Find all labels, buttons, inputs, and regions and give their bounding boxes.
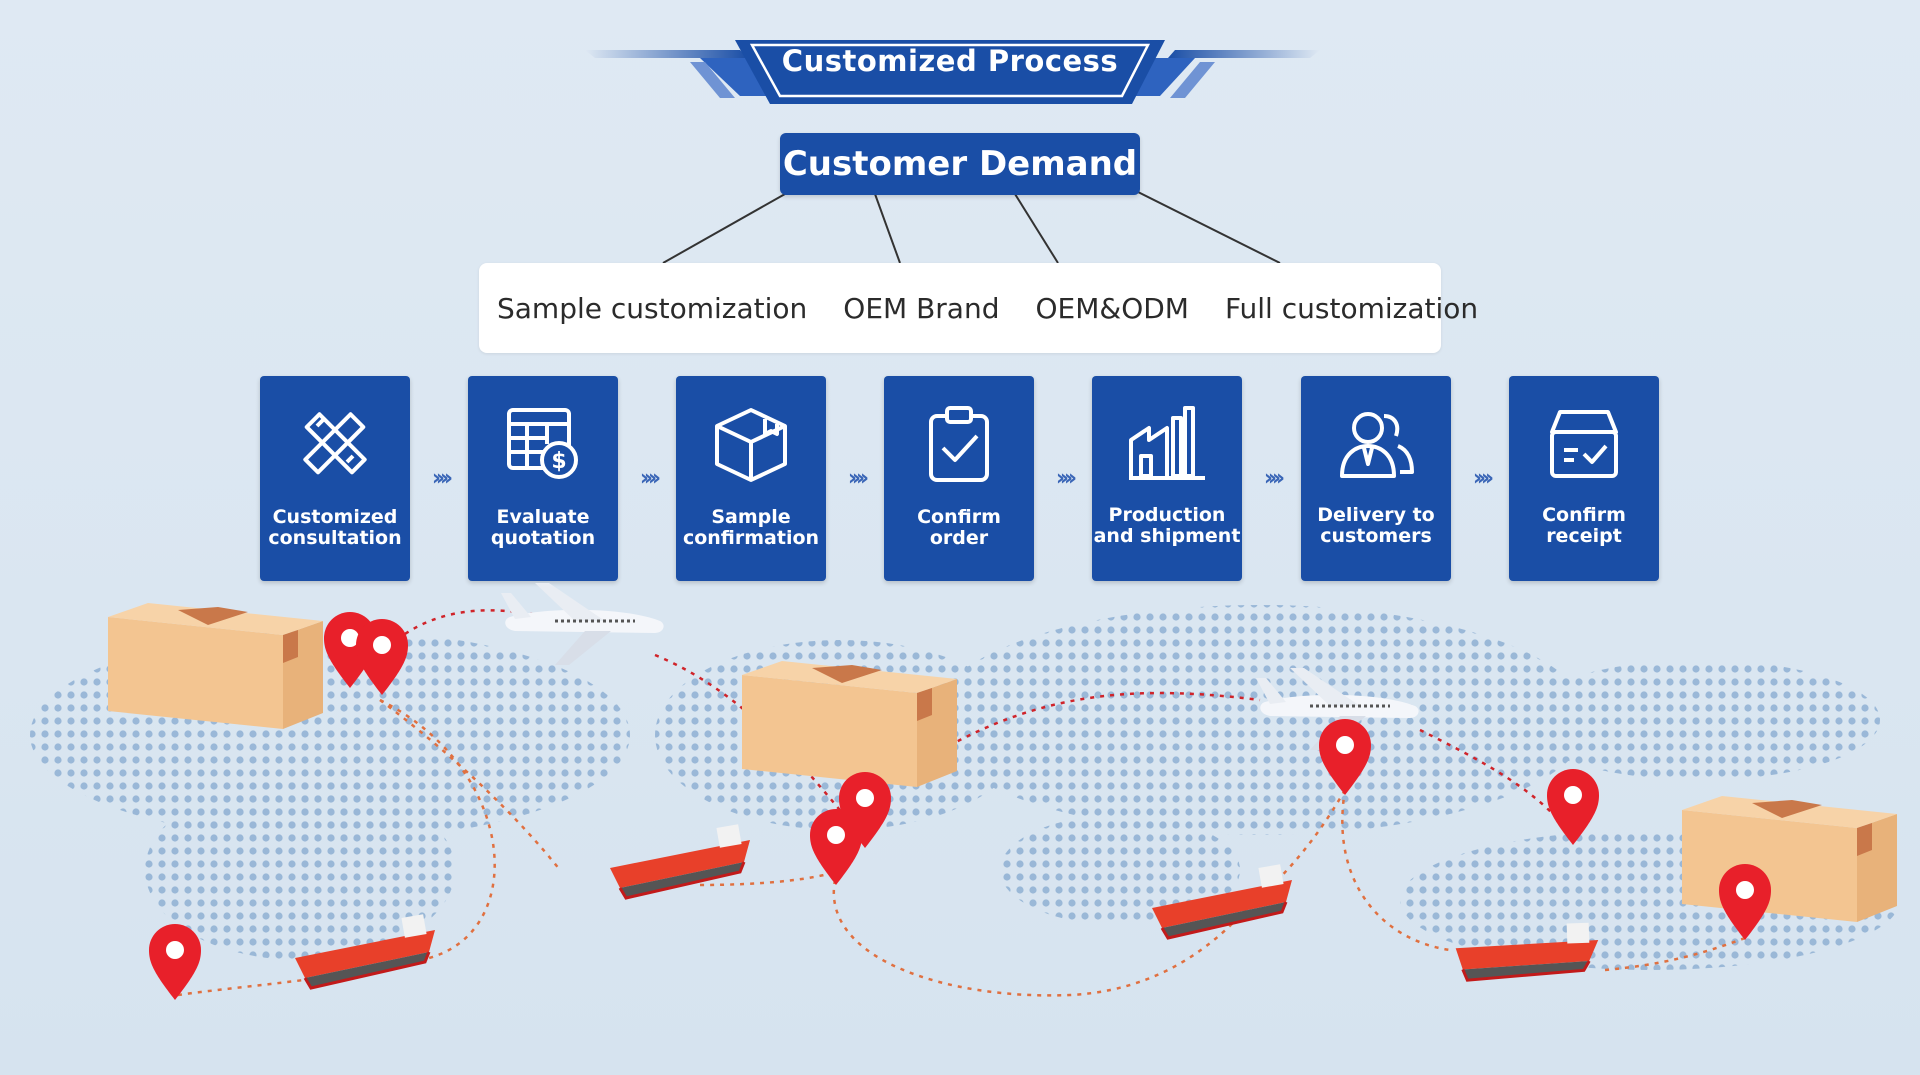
step-label: consultation: [268, 527, 402, 549]
connector-lines: [662, 191, 1281, 264]
step-label: quotation: [490, 527, 596, 549]
option-sample-customization: Sample customization: [497, 291, 808, 325]
step-label: Evaluate: [496, 506, 590, 528]
option-oem-odm: OEM&ODM: [1035, 291, 1189, 325]
step-label: confirmation: [682, 527, 820, 549]
flow-arrow: ››››: [1472, 466, 1494, 491]
flow-arrow: ››››: [1263, 466, 1285, 491]
step-label: and shipment: [1093, 525, 1241, 547]
users-icon: [1340, 412, 1414, 478]
step-label: customers: [1320, 525, 1432, 547]
box-icon: [715, 408, 787, 482]
flow-arrow: ››››: [847, 466, 869, 491]
step-label: Delivery to: [1317, 504, 1435, 526]
svg-text:$: $: [551, 449, 566, 474]
customization-options: Sample customization OEM Brand OEM&ODM F…: [479, 263, 1478, 353]
flow-arrow: ››››: [1055, 466, 1077, 491]
step-label: Confirm: [1542, 504, 1626, 526]
step-label: Confirm: [917, 506, 1001, 528]
world-map-illustration: [30, 581, 1900, 1000]
receipt-box-icon: [1550, 410, 1618, 478]
factory-icon: [1129, 406, 1205, 480]
flow-arrow: ››››: [431, 466, 453, 491]
step-label: Customized: [272, 506, 398, 528]
option-full-customization: Full customization: [1224, 291, 1479, 325]
quotation-icon: $: [507, 408, 578, 479]
option-oem-brand: OEM Brand: [843, 291, 1000, 325]
step-label: order: [929, 527, 989, 549]
step-label: receipt: [1546, 525, 1622, 547]
title-banner: [585, 40, 1320, 104]
clipboard-check-icon: [929, 406, 989, 482]
tools-icon: [303, 412, 367, 475]
customer-demand-box: Customer Demand: [780, 133, 1140, 195]
step-label: Sample: [711, 506, 791, 528]
step-label: Production: [1108, 504, 1226, 526]
page-title: Customized Process: [781, 44, 1119, 78]
flow-arrow: ››››: [639, 466, 661, 491]
